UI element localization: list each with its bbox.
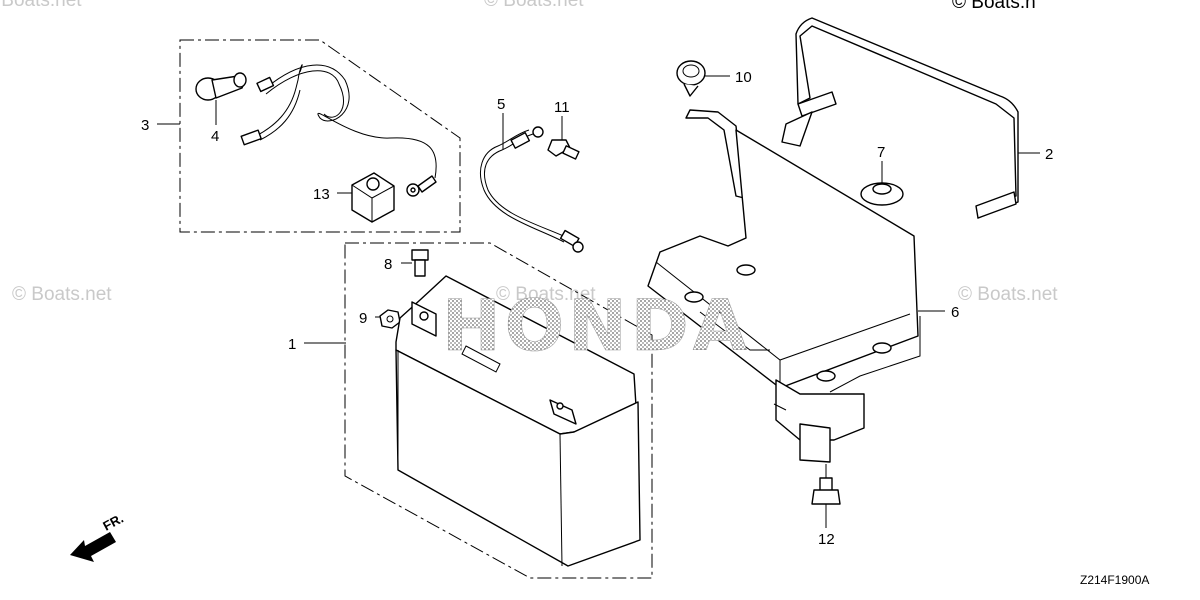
cable-clamp-part bbox=[676, 60, 706, 97]
callout-6: 6 bbox=[951, 304, 959, 321]
grommet-part bbox=[860, 182, 904, 206]
terminal-block-part bbox=[351, 172, 395, 223]
watermark-top-left: © Boats.net bbox=[0, 0, 82, 11]
callout-9: 9 bbox=[359, 310, 367, 327]
callout-1: 1 bbox=[288, 336, 296, 353]
callout-8: 8 bbox=[384, 256, 392, 273]
callout-13: 13 bbox=[313, 186, 330, 203]
callout-4: 4 bbox=[211, 128, 219, 145]
bolt-12-part bbox=[811, 464, 841, 505]
watermark-left: © Boats.net bbox=[12, 284, 112, 305]
leader-lines bbox=[157, 75, 1040, 528]
battery-part bbox=[395, 275, 641, 567]
callout-5: 5 bbox=[497, 96, 505, 113]
callout-3: 3 bbox=[141, 117, 149, 134]
bolt-11-part bbox=[547, 139, 580, 160]
callout-12: 12 bbox=[818, 531, 835, 548]
watermark-top-center: © Boats.net bbox=[484, 0, 584, 11]
watermark-right: © Boats.net bbox=[958, 284, 1058, 305]
nut-part bbox=[379, 309, 401, 329]
callout-2: 2 bbox=[1045, 146, 1053, 163]
bolt-8-part bbox=[411, 249, 429, 277]
terminal-cover-part bbox=[195, 72, 247, 101]
callout-10: 10 bbox=[735, 69, 752, 86]
front-arrow-icon: FR. bbox=[70, 511, 126, 562]
callout-11: 11 bbox=[554, 99, 570, 116]
cable-set-group-outline bbox=[179, 39, 461, 233]
battery-tray-part bbox=[647, 109, 921, 463]
front-label: FR. bbox=[100, 511, 126, 534]
callout-7: 7 bbox=[877, 144, 885, 161]
watermark-top-right: © Boats.n bbox=[952, 0, 1036, 13]
battery-band-part bbox=[781, 17, 1019, 219]
ground-cable-part bbox=[480, 126, 584, 253]
drawing-code: Z214F1900A bbox=[1080, 573, 1149, 587]
brand-watermark: HONDA bbox=[442, 285, 751, 367]
battery-group-outline bbox=[344, 242, 653, 579]
battery-cable-part bbox=[240, 64, 437, 197]
